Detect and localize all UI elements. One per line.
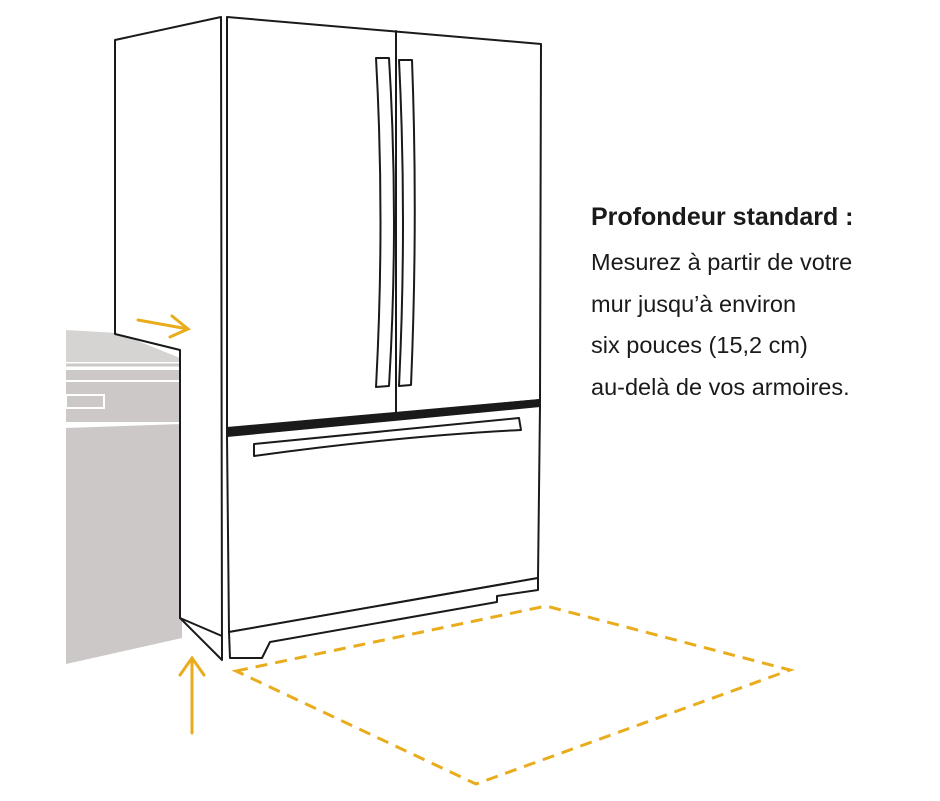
drawer-handle [65, 394, 105, 409]
cabinet-top-rail [66, 370, 182, 380]
left-door-handle [375, 57, 395, 388]
refrigerator [114, 16, 542, 661]
caption-line: mur jusqu’à environ [591, 290, 797, 317]
cabinet-door [66, 424, 182, 664]
caption-title: Profondeur standard : [591, 203, 854, 231]
caption-line: Mesurez à partir de votre [591, 249, 853, 275]
right-door-handle [398, 59, 416, 387]
kitchen-cabinet [65, 330, 190, 664]
countertop [66, 330, 190, 362]
arrow-up-icon [178, 655, 206, 735]
arrow-right-icon [136, 314, 191, 339]
caption-line: six pouces (15,2 cm) [591, 332, 808, 358]
depth-caption: Profondeur standard : Mesurez à partir d… [591, 198, 931, 408]
caption-line: au-delà de vos armoires. [591, 373, 850, 400]
freezer-drawer-handle [253, 417, 522, 457]
floor-clearance-outline [231, 604, 796, 786]
fridge-base [228, 577, 539, 659]
fridge-side-edge [179, 617, 223, 637]
cabinet-drawer [66, 382, 182, 422]
